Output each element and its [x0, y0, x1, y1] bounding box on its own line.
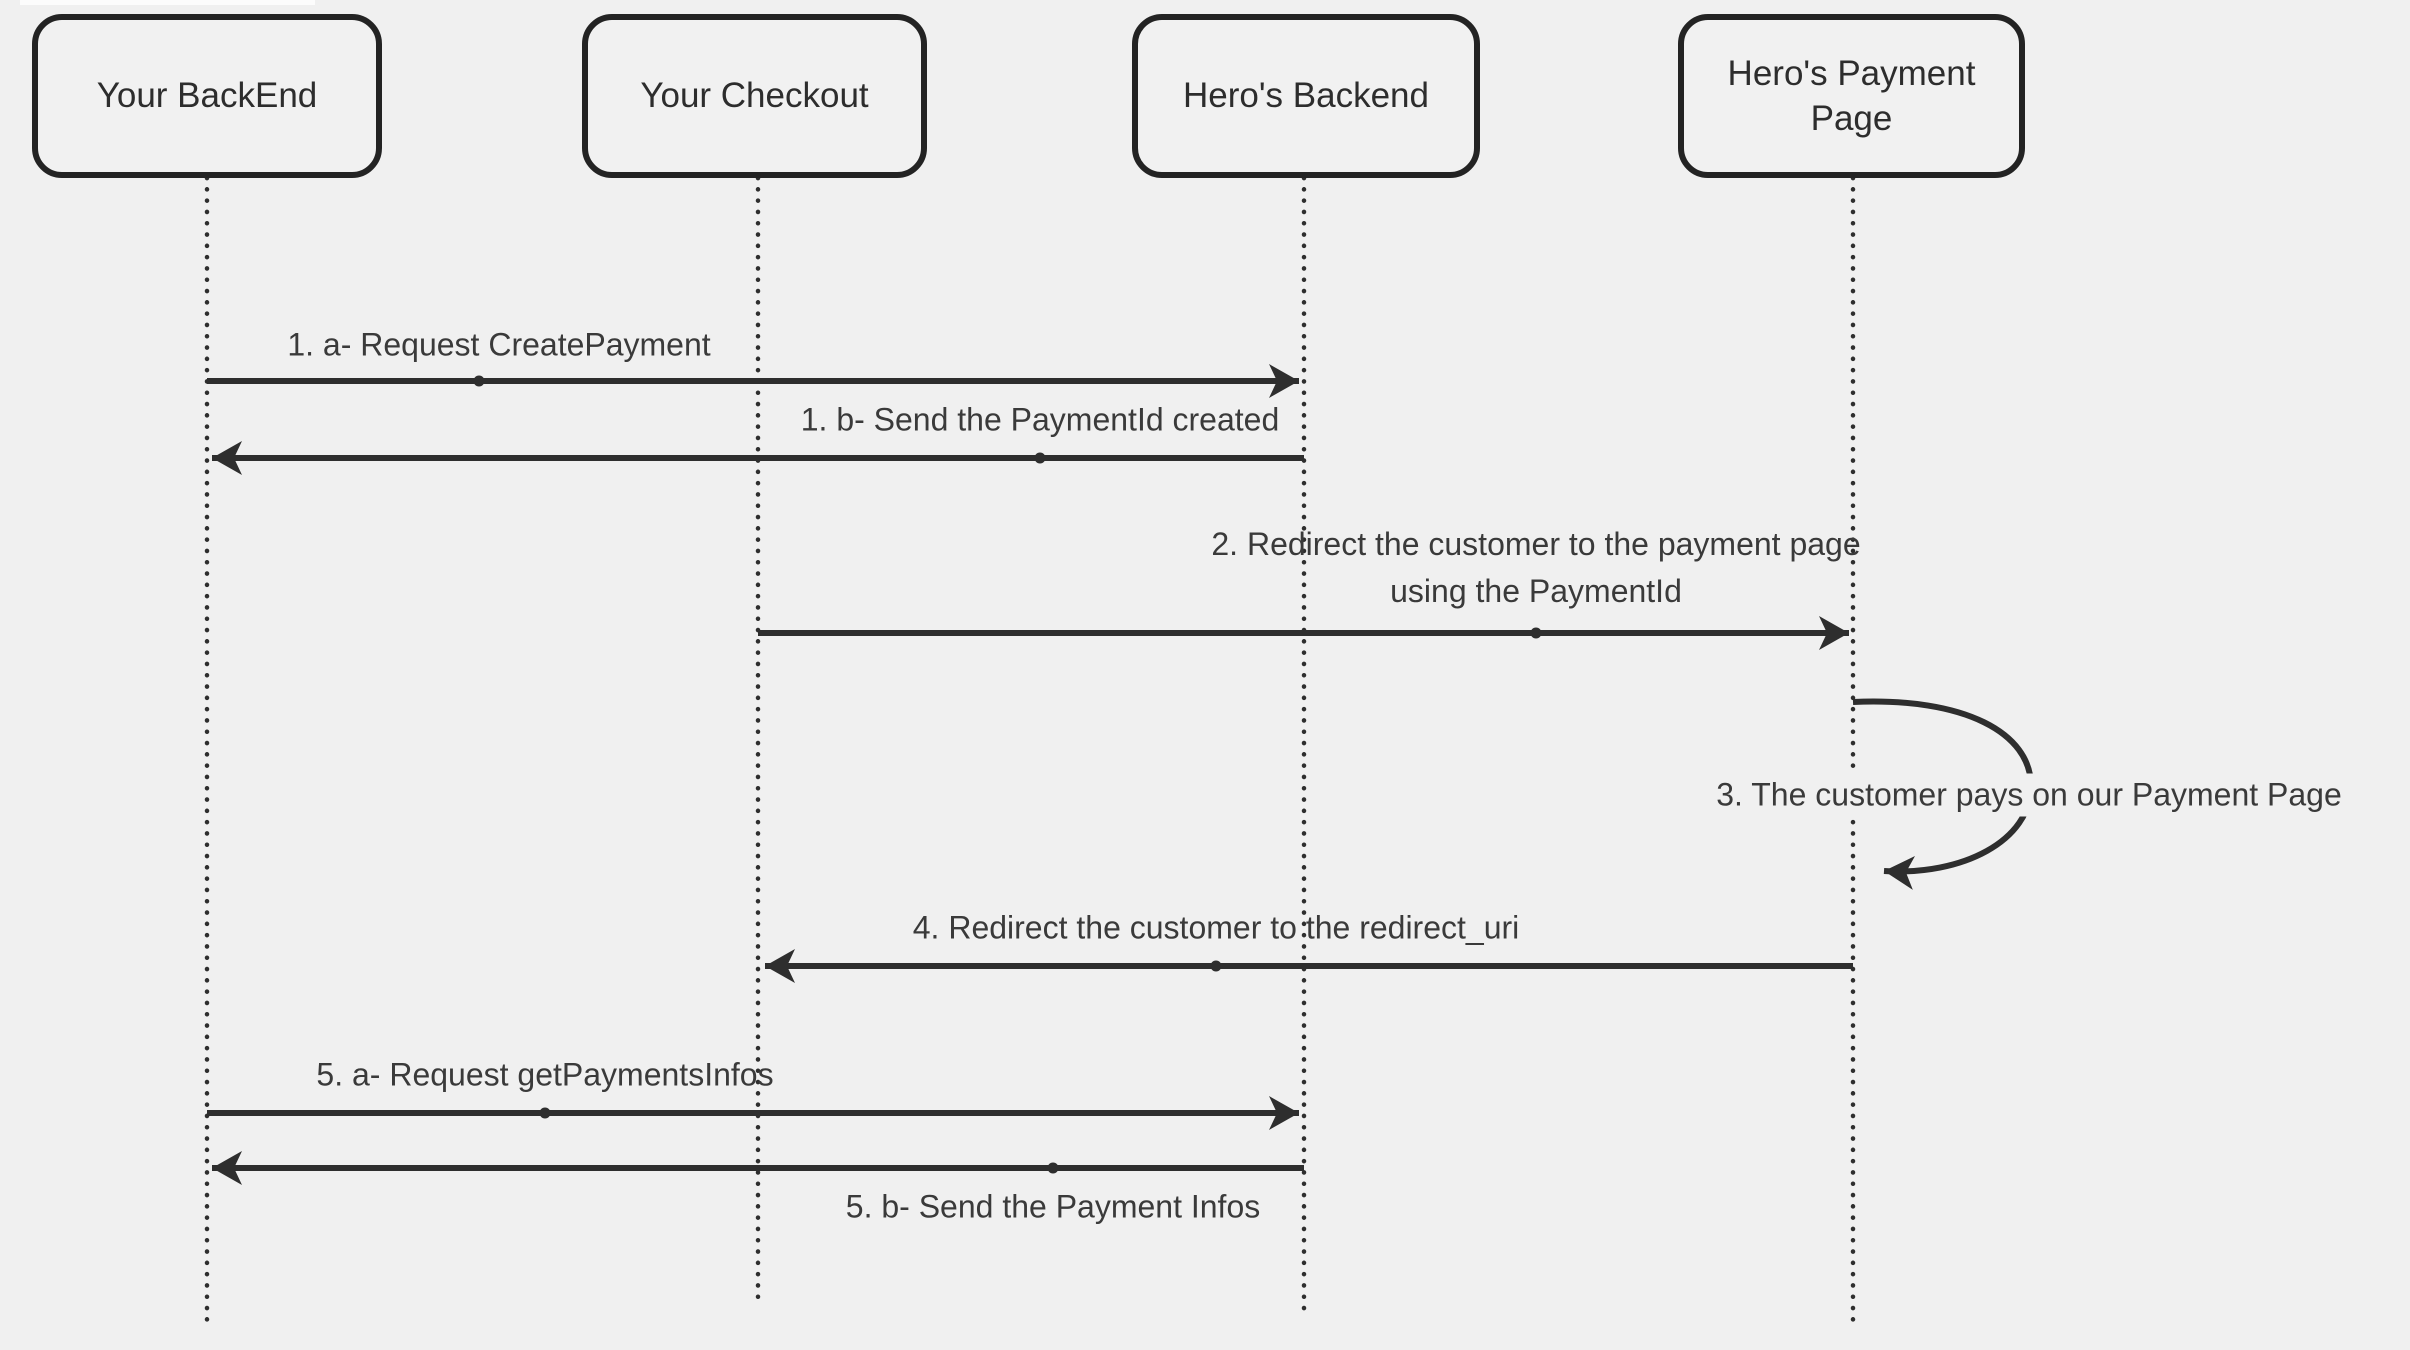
- message-label-5a: 5. a- Request getPaymentsInfos: [316, 1056, 774, 1093]
- label-anchor-dot-2: [1530, 627, 1542, 639]
- label-anchor-dot-5b: [1047, 1162, 1059, 1174]
- actor-label: Hero's Payment Page: [1727, 53, 1976, 139]
- actor-label: Hero's Backend: [1183, 76, 1429, 116]
- actor-label: Your Checkout: [640, 76, 869, 116]
- message-label-2: 2. Redirect the customer to the payment …: [1211, 526, 1861, 609]
- message-label-5b: 5. b- Send the Payment Infos: [845, 1188, 1261, 1225]
- actor-box-your-checkout: Your Checkout: [582, 14, 927, 178]
- label-anchor-dot-1a: [473, 375, 485, 387]
- label-anchor-dot-4: [1210, 960, 1222, 972]
- label-anchor-dot-1b: [1034, 452, 1046, 464]
- message-label-1a: 1. a- Request CreatePayment: [287, 326, 711, 363]
- message-label-4: 4. Redirect the customer to the redirect…: [912, 909, 1520, 946]
- actor-label: Your BackEnd: [96, 76, 318, 116]
- message-label-3: 3. The customer pays on our Payment Page: [1710, 773, 2348, 817]
- actor-box-heros-payment-page: Hero's Payment Page: [1678, 14, 2025, 178]
- top-edge-artifact: [20, 0, 315, 5]
- actor-box-your-backend: Your BackEnd: [32, 14, 382, 178]
- message-label-1b: 1. b- Send the PaymentId created: [800, 401, 1280, 438]
- label-anchor-dot-5a: [539, 1107, 551, 1119]
- actor-box-heros-backend: Hero's Backend: [1132, 14, 1480, 178]
